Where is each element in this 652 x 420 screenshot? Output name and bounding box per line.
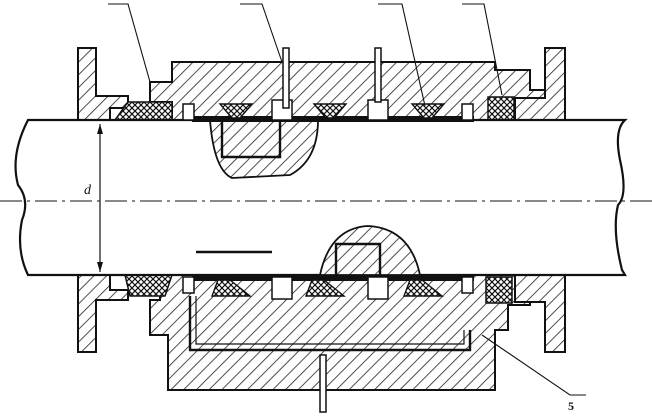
upper-spacers	[182, 99, 474, 121]
leader-lines	[108, 3, 586, 396]
upper-pipes	[282, 47, 382, 109]
shaft	[0, 118, 652, 277]
upper-cutaway	[209, 119, 319, 179]
lower-v-rings	[210, 279, 444, 297]
housing-lower	[149, 274, 531, 391]
lower-pipe	[188, 296, 472, 413]
lower-cutaway	[318, 225, 422, 276]
left-flange	[77, 47, 129, 353]
lower-spacers	[182, 276, 474, 300]
left-packing	[113, 101, 174, 297]
callout-label-5: 5	[568, 399, 574, 413]
upper-v-rings	[218, 103, 446, 119]
lower-seal-strip	[192, 275, 474, 281]
upper-seal-strip	[192, 116, 474, 122]
right-packing	[485, 96, 515, 304]
diameter-label: d	[84, 183, 92, 198]
